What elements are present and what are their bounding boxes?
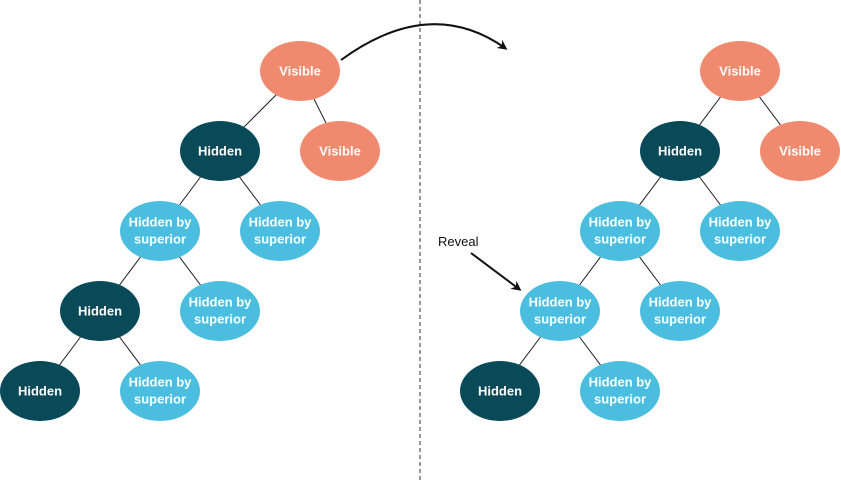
transition-arrow — [340, 23, 508, 61]
reveal-arrow — [470, 252, 522, 291]
node-label: Hidden by — [189, 294, 253, 309]
node-label: superior — [134, 391, 186, 406]
node-shape — [180, 121, 260, 181]
node-hidden-by-superior: Hidden by superior — [700, 201, 780, 261]
node-label: superior — [654, 311, 706, 326]
node-label: superior — [134, 231, 186, 246]
node-label: superior — [534, 311, 586, 326]
node-label: Visible — [719, 63, 761, 78]
node-shape — [460, 361, 540, 421]
node-hidden: Hidden — [60, 281, 140, 341]
node-shape — [0, 361, 80, 421]
node-hidden-by-superior: Hidden by superior — [640, 281, 720, 341]
node-visible: Visible — [300, 121, 380, 181]
node-label: Hidden — [658, 143, 702, 158]
node-visible: Visible — [260, 41, 340, 101]
node-hidden-by-superior: Hidden by superior — [580, 201, 660, 261]
node-label: Hidden — [78, 303, 122, 318]
node-hidden: Hidden — [640, 121, 720, 181]
node-shape — [120, 201, 200, 261]
node-label: Hidden by — [249, 214, 313, 229]
node-hidden-by-superior: Hidden by superior — [520, 281, 600, 341]
node-hidden: Hidden — [0, 361, 80, 421]
node-hidden-by-superior: Hidden by superior — [120, 201, 200, 261]
node-label: Hidden by — [129, 374, 193, 389]
node-shape — [120, 361, 200, 421]
node-shape — [640, 121, 720, 181]
node-shape — [60, 281, 140, 341]
node-label: Hidden — [18, 383, 62, 398]
node-shape — [300, 121, 380, 181]
node-hidden-by-superior: Hidden by superior — [180, 281, 260, 341]
node-label: Visible — [279, 63, 321, 78]
node-label: Hidden by — [589, 374, 653, 389]
node-hidden-by-superior: Hidden by superior — [120, 361, 200, 421]
node-label: Hidden by — [649, 294, 713, 309]
node-label: superior — [594, 231, 646, 246]
node-label: Hidden by — [529, 294, 593, 309]
node-visible: Visible — [760, 121, 840, 181]
node-shape — [760, 121, 840, 181]
node-label: Hidden by — [129, 214, 193, 229]
node-label: Visible — [319, 143, 361, 158]
node-label: Visible — [779, 143, 821, 158]
node-hidden: Hidden — [460, 361, 540, 421]
node-hidden-by-superior: Hidden by superior — [580, 361, 660, 421]
node-label: superior — [194, 311, 246, 326]
node-hidden: Hidden — [180, 121, 260, 181]
node-shape — [700, 41, 780, 101]
node-hidden-by-superior: Hidden by superior — [240, 201, 320, 261]
node-shape — [580, 361, 660, 421]
node-label: Hidden by — [589, 214, 653, 229]
node-label: Hidden — [478, 383, 522, 398]
node-label: superior — [714, 231, 766, 246]
node-shape — [180, 281, 260, 341]
node-shape — [520, 281, 600, 341]
node-shape — [640, 281, 720, 341]
node-label: superior — [594, 391, 646, 406]
reveal-label: Reveal — [438, 234, 479, 249]
node-shape — [260, 41, 340, 101]
node-shape — [580, 201, 660, 261]
node-visible: Visible — [700, 41, 780, 101]
node-label: Hidden by — [709, 214, 773, 229]
node-label: superior — [254, 231, 306, 246]
node-label: Hidden — [198, 143, 242, 158]
node-shape — [240, 201, 320, 261]
node-shape — [700, 201, 780, 261]
